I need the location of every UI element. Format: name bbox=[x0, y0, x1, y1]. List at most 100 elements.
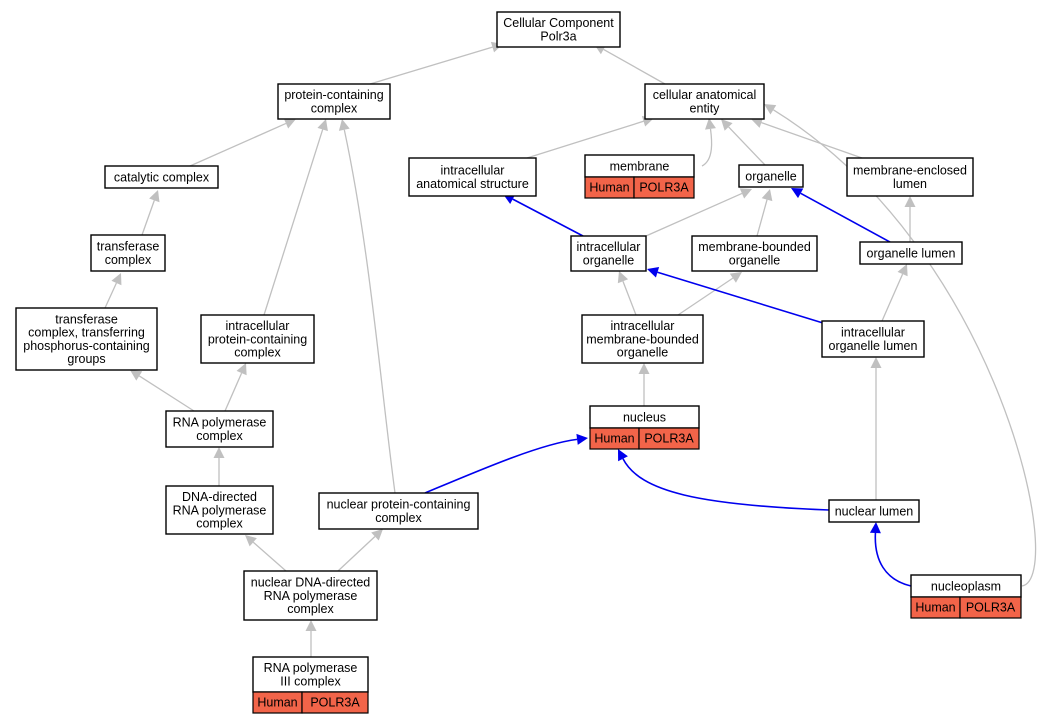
edge-nucleoplasm-to-nuclear-lumen bbox=[869, 522, 912, 587]
node-label-line: phosphorus-containing bbox=[23, 339, 150, 353]
node-box bbox=[691, 235, 818, 272]
arrowhead-icon bbox=[904, 196, 916, 207]
is-a-edge-line bbox=[603, 48, 666, 85]
is-a-edge-line bbox=[252, 541, 287, 572]
gene-cell bbox=[638, 427, 700, 450]
edge-nuclear-dna-directed-rna-polymerase-complex-to-dna-directed-rna-polymerase-complex bbox=[245, 535, 287, 572]
node-label-line: intracellular bbox=[226, 319, 290, 333]
gene-label: POLR3A bbox=[644, 432, 694, 446]
part-of-edge-line bbox=[424, 438, 578, 494]
node-label-line: protein-containing bbox=[208, 332, 307, 346]
edge-intracellular-membrane-bounded-organelle-to-intracellular-organelle bbox=[617, 271, 637, 316]
node-label-line: organelle lumen bbox=[867, 246, 956, 260]
arrowhead-icon bbox=[245, 535, 257, 547]
node-label-line: complex bbox=[311, 101, 358, 115]
edge-intracellular-protein-containing-complex-to-protein-containing-complex bbox=[263, 119, 328, 316]
edge-organelle-to-cellular-anatomical-entity bbox=[721, 119, 766, 166]
node-label-line: nuclear DNA-directed bbox=[251, 576, 371, 590]
edge-transferase-complex-phosphorus-to-transferase-complex bbox=[104, 273, 122, 309]
is-a-edge-line bbox=[263, 129, 324, 316]
arrowhead-icon bbox=[617, 271, 629, 284]
node-box bbox=[104, 165, 219, 189]
is-a-edge-line bbox=[677, 277, 734, 316]
is-a-edge-line bbox=[645, 192, 743, 237]
is-a-edge-line bbox=[224, 372, 243, 412]
is-a-edge-line bbox=[756, 199, 768, 237]
arrowhead-icon bbox=[739, 188, 752, 199]
node-label-line: protein-containing bbox=[284, 88, 383, 102]
part-of-edge-line bbox=[874, 532, 912, 587]
node-label-line: entity bbox=[690, 101, 721, 115]
node-box bbox=[252, 656, 369, 693]
arrowhead-icon bbox=[721, 119, 733, 131]
node-label-line: Cellular Component bbox=[503, 16, 614, 30]
arrowhead-icon bbox=[869, 522, 881, 534]
node-label-line: organelle bbox=[729, 253, 780, 267]
is-a-edge-line bbox=[701, 128, 713, 167]
is-a-edge-line bbox=[369, 46, 493, 85]
edge-nuclear-protein-containing-complex-to-protein-containing-complex bbox=[338, 119, 396, 494]
edge-membrane-to-cellular-anatomical-entity bbox=[701, 118, 716, 167]
node-label-line: RNA polymerase bbox=[264, 661, 358, 675]
species-label: Human bbox=[594, 432, 634, 446]
go-term-node-organelle-lumen[interactable]: organelle lumen bbox=[859, 241, 963, 265]
part-of-edge-line bbox=[800, 192, 891, 243]
go-term-node-organelle[interactable]: organelle bbox=[738, 164, 804, 188]
node-label-line: III complex bbox=[280, 674, 341, 688]
is-a-edge-line bbox=[138, 375, 195, 412]
is-a-edge-line bbox=[881, 273, 904, 322]
is-a-edge-line bbox=[526, 120, 644, 159]
node-label-line: Polr3a bbox=[540, 29, 576, 43]
arrowhead-icon bbox=[213, 447, 225, 458]
node-box bbox=[828, 499, 920, 523]
arrowhead-icon bbox=[576, 433, 588, 445]
node-label-line: transferase bbox=[97, 240, 160, 254]
node-label-line: RNA polymerase bbox=[173, 503, 267, 517]
part-of-edge-line bbox=[622, 458, 830, 511]
arrowhead-icon bbox=[764, 104, 777, 115]
edge-intracellular-organelle-to-organelle bbox=[645, 188, 752, 237]
node-label-line: anatomical structure bbox=[416, 177, 529, 191]
node-label-line: organelle bbox=[745, 169, 796, 183]
edge-catalytic-complex-to-protein-containing-complex bbox=[189, 118, 296, 167]
gene-cell bbox=[633, 176, 695, 199]
node-label-line: membrane bbox=[610, 159, 670, 173]
node-label-line: nuclear lumen bbox=[835, 504, 914, 518]
node-box bbox=[570, 235, 647, 272]
node-box bbox=[408, 157, 537, 197]
edge-rna-polymerase-iii-complex-to-nuclear-dna-directed-rna-polymerase-complex bbox=[305, 620, 317, 657]
go-term-node-catalytic-complex[interactable]: catalytic complex bbox=[104, 165, 219, 189]
arrowhead-icon bbox=[751, 117, 764, 128]
arrowhead-icon bbox=[130, 370, 143, 381]
node-label-line: DNA-directed bbox=[182, 490, 257, 504]
arrowhead-icon bbox=[317, 119, 328, 132]
node-box bbox=[200, 314, 315, 364]
arrowhead-icon bbox=[870, 357, 882, 368]
arrowhead-icon bbox=[111, 273, 122, 286]
go-term-node-nuclear-lumen[interactable]: nuclear lumen bbox=[828, 499, 920, 523]
is-a-edge-line bbox=[761, 122, 863, 159]
